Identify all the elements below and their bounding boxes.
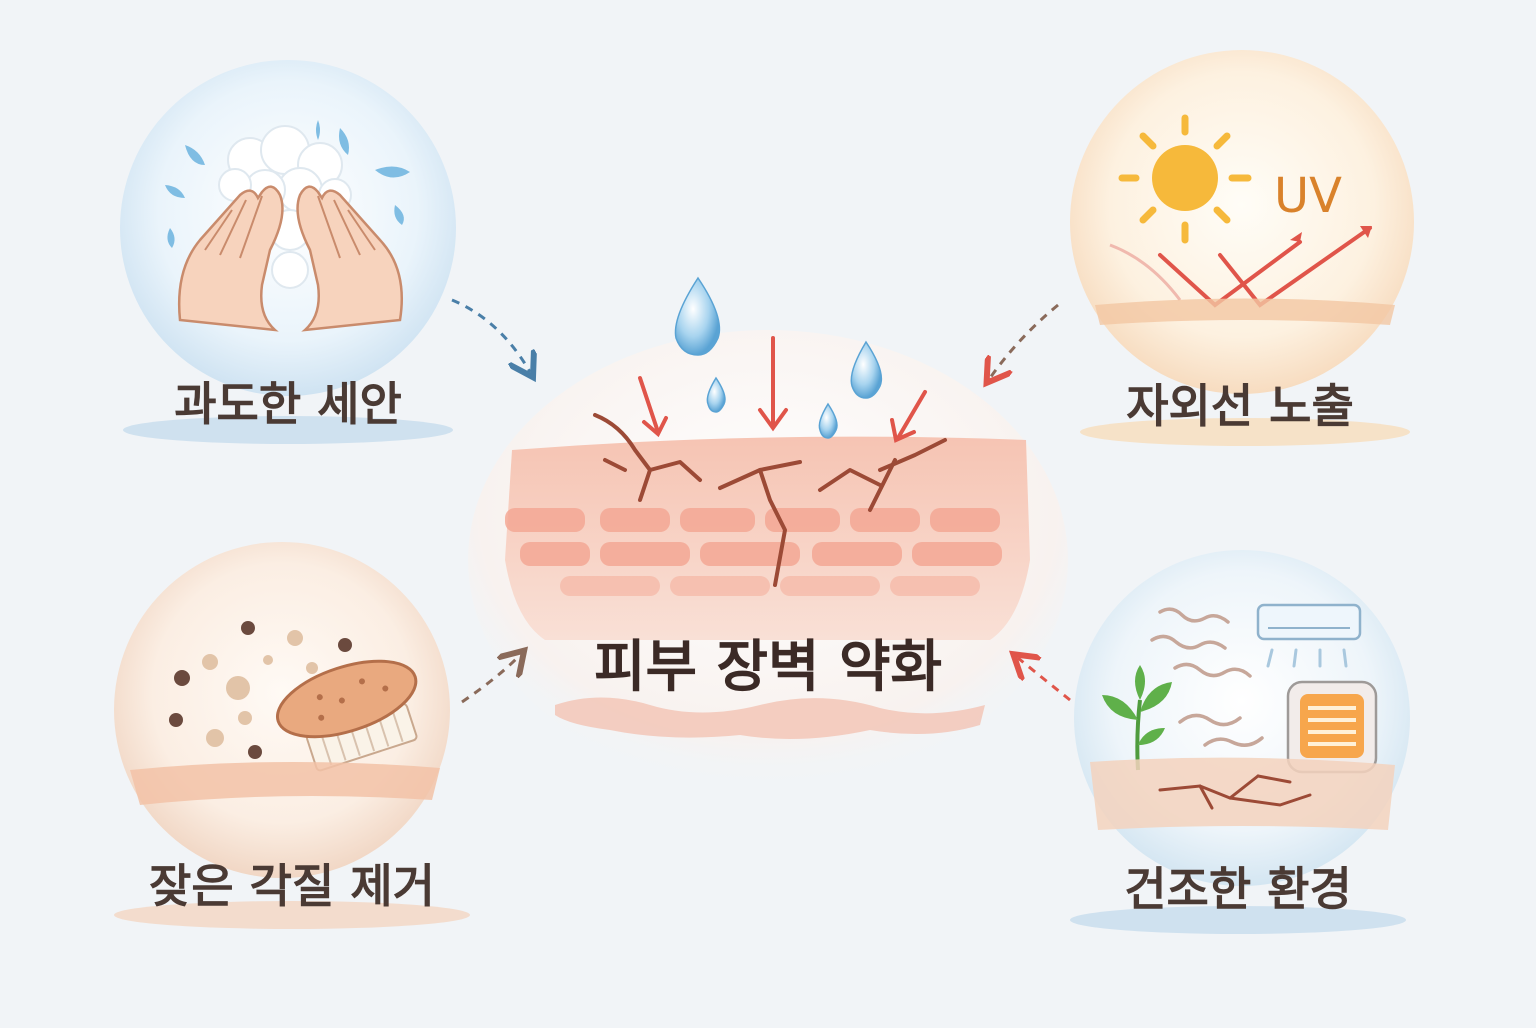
uv-exposure-panel: UV 자외선 노출 [1070,50,1414,446]
dry-environment-panel: 건조한 환경 [1070,550,1410,934]
arrow-over-washing-to-center [452,300,530,372]
dry-environment-label: 건조한 환경 [1124,862,1352,916]
over-washing-label: 과도한 세안 [174,377,402,431]
uv-exposure-label: 자외선 노출 [1126,379,1354,433]
center-skin-barrier-illustration [468,278,1068,790]
over-washing-panel: 과도한 세안 [120,60,456,444]
uv-badge: UV [1274,168,1342,224]
exfoliation-label: 잦은 각질 제거 [149,859,435,913]
exfoliation-panel: 잦은 각질 제거 [114,542,470,929]
center-label: 피부 장벽 약화 [594,635,942,700]
arrow-uv-to-center [990,305,1058,378]
